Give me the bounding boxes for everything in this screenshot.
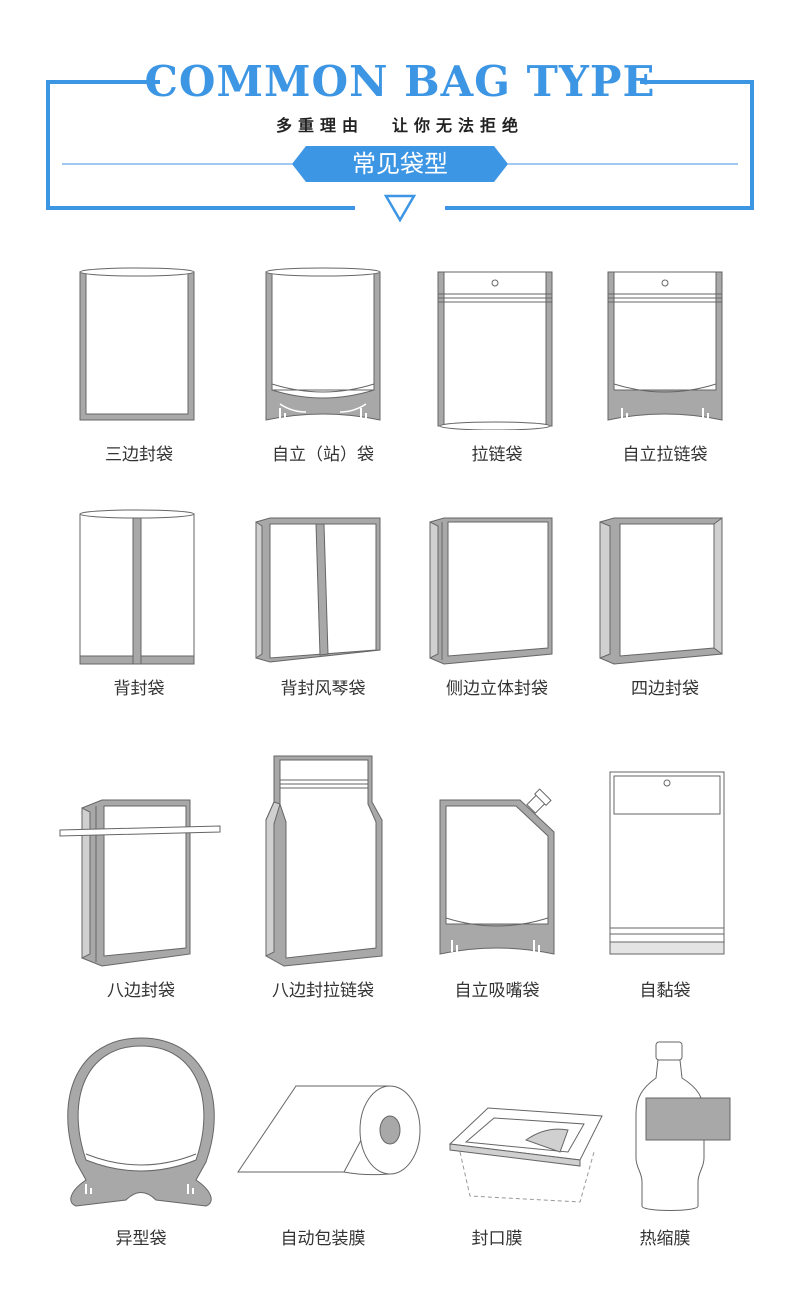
ribbon-shape — [292, 146, 508, 182]
stand-up-zipper-bag-icon — [607, 271, 723, 421]
subtitle-left: 多重理由 — [275, 116, 364, 135]
item-label: 自黏袋 — [639, 981, 691, 1001]
eight-side-seal-bag-icon — [59, 799, 221, 967]
item-label: 八边封拉链袋 — [272, 981, 374, 1001]
item-label: 自立拉链袋 — [622, 445, 708, 465]
item-label: 封口膜 — [471, 1229, 523, 1249]
three-side-seal-bag-icon — [79, 267, 195, 421]
item-label: 八边封袋 — [107, 981, 175, 1001]
item-label: 四边封袋 — [631, 679, 699, 699]
back-seal-bag-icon — [79, 509, 195, 665]
item-label: 背封风琴袋 — [280, 679, 366, 699]
item-label: 背封袋 — [113, 679, 165, 699]
header-frame — [46, 80, 754, 223]
eight-side-zipper-bag-icon — [265, 755, 383, 967]
item-label: 自动包装膜 — [280, 1229, 366, 1249]
stand-up-pouch-icon — [265, 267, 381, 421]
item-label: 三边封袋 — [105, 445, 173, 465]
back-seal-gusset-bag-icon — [255, 517, 381, 663]
shrink-film-bottle-icon — [635, 1041, 731, 1211]
four-side-seal-bag-icon — [599, 517, 723, 665]
packaging-film-roll-icon — [237, 1085, 421, 1176]
item-label: 异型袋 — [115, 1229, 167, 1249]
item-label: 自立（站）袋 — [272, 445, 374, 465]
page-title: COMMON BAG TYPE — [144, 57, 656, 106]
item-label: 自立吸嘴袋 — [454, 981, 540, 1001]
zipper-bag-icon — [437, 271, 553, 430]
shaped-bag-icon — [67, 1037, 215, 1207]
chevron-down-icon — [383, 194, 417, 223]
page-subtitle: 多重理由 让你无法拒绝 — [0, 112, 800, 136]
item-label: 侧边立体封袋 — [446, 679, 548, 699]
sealing-film-icon — [448, 1107, 603, 1203]
subtitle-right: 让你无法拒绝 — [392, 116, 525, 135]
item-label: 热缩膜 — [639, 1229, 691, 1249]
item-label: 拉链袋 — [471, 445, 523, 465]
ribbon-label: 常见袋型 — [352, 150, 448, 178]
side-gusset-bag-icon — [429, 517, 553, 665]
self-adhesive-bag-icon — [609, 771, 725, 955]
spout-pouch-icon — [439, 788, 555, 955]
